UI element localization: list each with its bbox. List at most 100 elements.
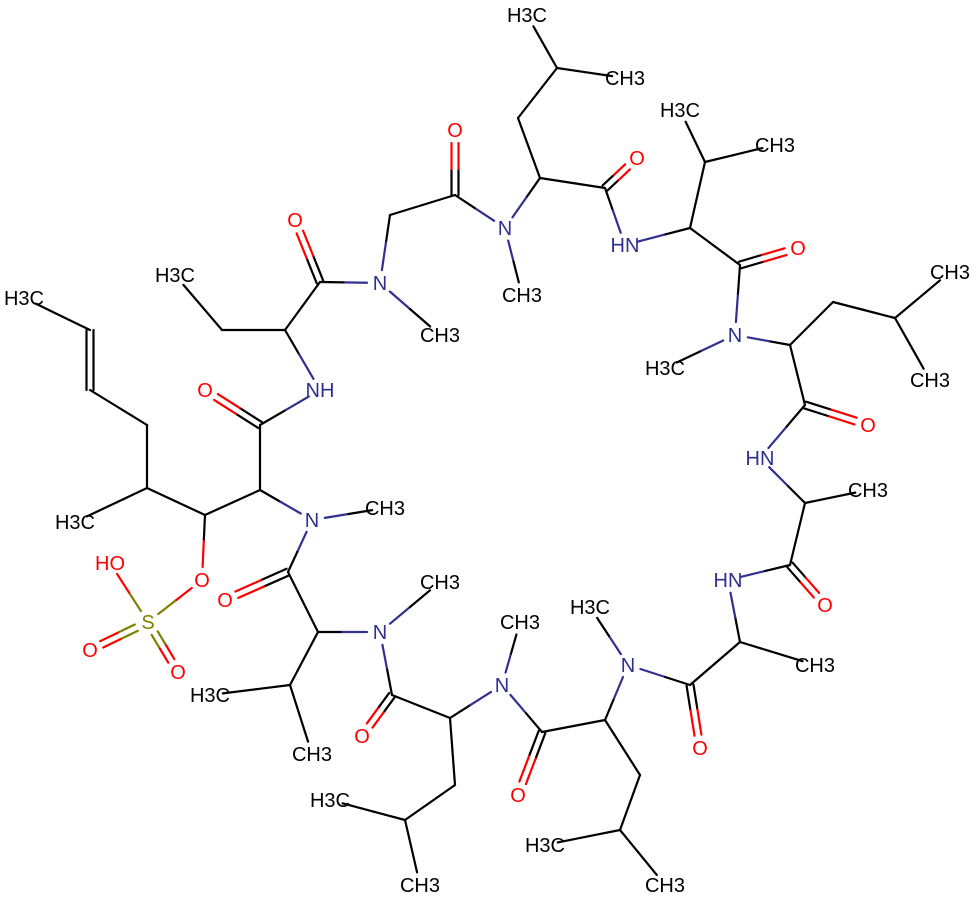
single-bond (768, 466, 807, 505)
bond-segment (85, 501, 118, 518)
bond-segment (862, 308, 897, 320)
atom-label-o: O (629, 148, 645, 170)
single-bond (341, 802, 407, 822)
atom-label-ch3: CH3 (420, 325, 460, 347)
single-bond (221, 683, 292, 695)
double-bond (85, 328, 95, 392)
atom-label-h3c: H3C (310, 790, 350, 812)
bond-segment (713, 245, 742, 267)
atom-label-o: O (817, 595, 833, 617)
bond-segment (235, 412, 260, 430)
bond-segment (238, 406, 263, 424)
bond-segment (703, 153, 735, 164)
atom-label-o: O (82, 640, 98, 662)
atom-label-hn: HN (611, 235, 640, 257)
bond-segment (507, 239, 515, 263)
bond-segment (286, 550, 299, 574)
bond-segment (689, 709, 696, 737)
bond-segment (286, 570, 305, 604)
bond-segment (469, 690, 493, 707)
double-bond (518, 729, 547, 786)
bond-segment (916, 279, 942, 301)
bond-segment (127, 591, 143, 613)
bond-segment (587, 828, 622, 838)
bond-segment (279, 500, 302, 515)
bond-segment (115, 486, 149, 504)
single-bond (85, 486, 149, 518)
atom-label-ch3: CH3 (420, 572, 460, 594)
single-bond (516, 116, 542, 180)
bond-segment (768, 466, 789, 487)
bond-segment (516, 116, 531, 150)
bond-segment (421, 193, 457, 207)
bond-segment (99, 631, 119, 643)
atom-label-n: N (373, 273, 387, 295)
single-bond (34, 302, 92, 332)
double-bond (295, 229, 325, 285)
atom-label-ch3: CH3 (500, 612, 540, 634)
bond-segment (804, 576, 821, 595)
single-bond (788, 501, 807, 567)
atom-label-ch3: CH3 (365, 498, 405, 520)
bond-segment (157, 599, 177, 616)
single-bond (516, 66, 559, 120)
atom-label-n: N (498, 218, 512, 240)
bond-segment (384, 213, 392, 244)
bond-segment (601, 173, 615, 187)
single-bond (540, 718, 607, 734)
single-bond (388, 290, 432, 328)
bond-segment (617, 168, 632, 182)
bond-segment (810, 300, 835, 325)
bond-segment (390, 693, 423, 708)
atom-label-o: O (692, 738, 708, 760)
bond-segment (386, 668, 394, 697)
single-bond (380, 213, 392, 272)
bond-segment (388, 203, 424, 217)
bond-segment (380, 241, 388, 272)
bond-segment (419, 705, 452, 720)
single-bond (618, 828, 658, 877)
atom-label-o: O (197, 380, 213, 402)
bond-segment (403, 801, 432, 822)
single-bond (381, 643, 394, 697)
single-bond (453, 193, 496, 222)
single-bond (115, 572, 143, 613)
bond-segment (688, 662, 717, 687)
bond-segment (347, 509, 374, 516)
atom-label-o: O (354, 726, 370, 748)
bond-segment (618, 801, 632, 832)
bond-segment (428, 783, 457, 804)
bond-segment (451, 750, 457, 787)
single-bond (388, 589, 432, 625)
single-bond (390, 693, 452, 720)
bond-segment (555, 66, 586, 74)
bond-segment (746, 336, 770, 343)
bond-segment (732, 146, 764, 157)
atom-label-h3c: H3C (660, 100, 700, 122)
bond-segment (607, 634, 622, 656)
single-bond (636, 226, 692, 243)
bond-segment (698, 339, 725, 353)
single-bond (145, 486, 207, 517)
bond-segment (802, 407, 831, 418)
atom-label-n: N (728, 325, 742, 347)
single-bond (555, 66, 614, 78)
bond-segment (388, 605, 412, 625)
double-bond (601, 163, 632, 192)
double-bond (685, 683, 703, 737)
bond-segment (382, 695, 396, 714)
single-bond (286, 530, 308, 574)
bond-segment (88, 388, 120, 409)
atom-label-ch3: CH3 (502, 285, 542, 307)
bond-segment (182, 283, 204, 309)
single-bond (688, 226, 742, 267)
bond-segment (831, 300, 866, 312)
bond-segment (164, 644, 176, 661)
bond-segment (288, 683, 301, 715)
atom-label-o: O (217, 590, 233, 612)
bond-segment (803, 496, 832, 505)
bond-segment (791, 561, 807, 579)
bond-segment (453, 193, 476, 210)
bond-segment (736, 263, 742, 295)
bond-segment (448, 716, 454, 753)
